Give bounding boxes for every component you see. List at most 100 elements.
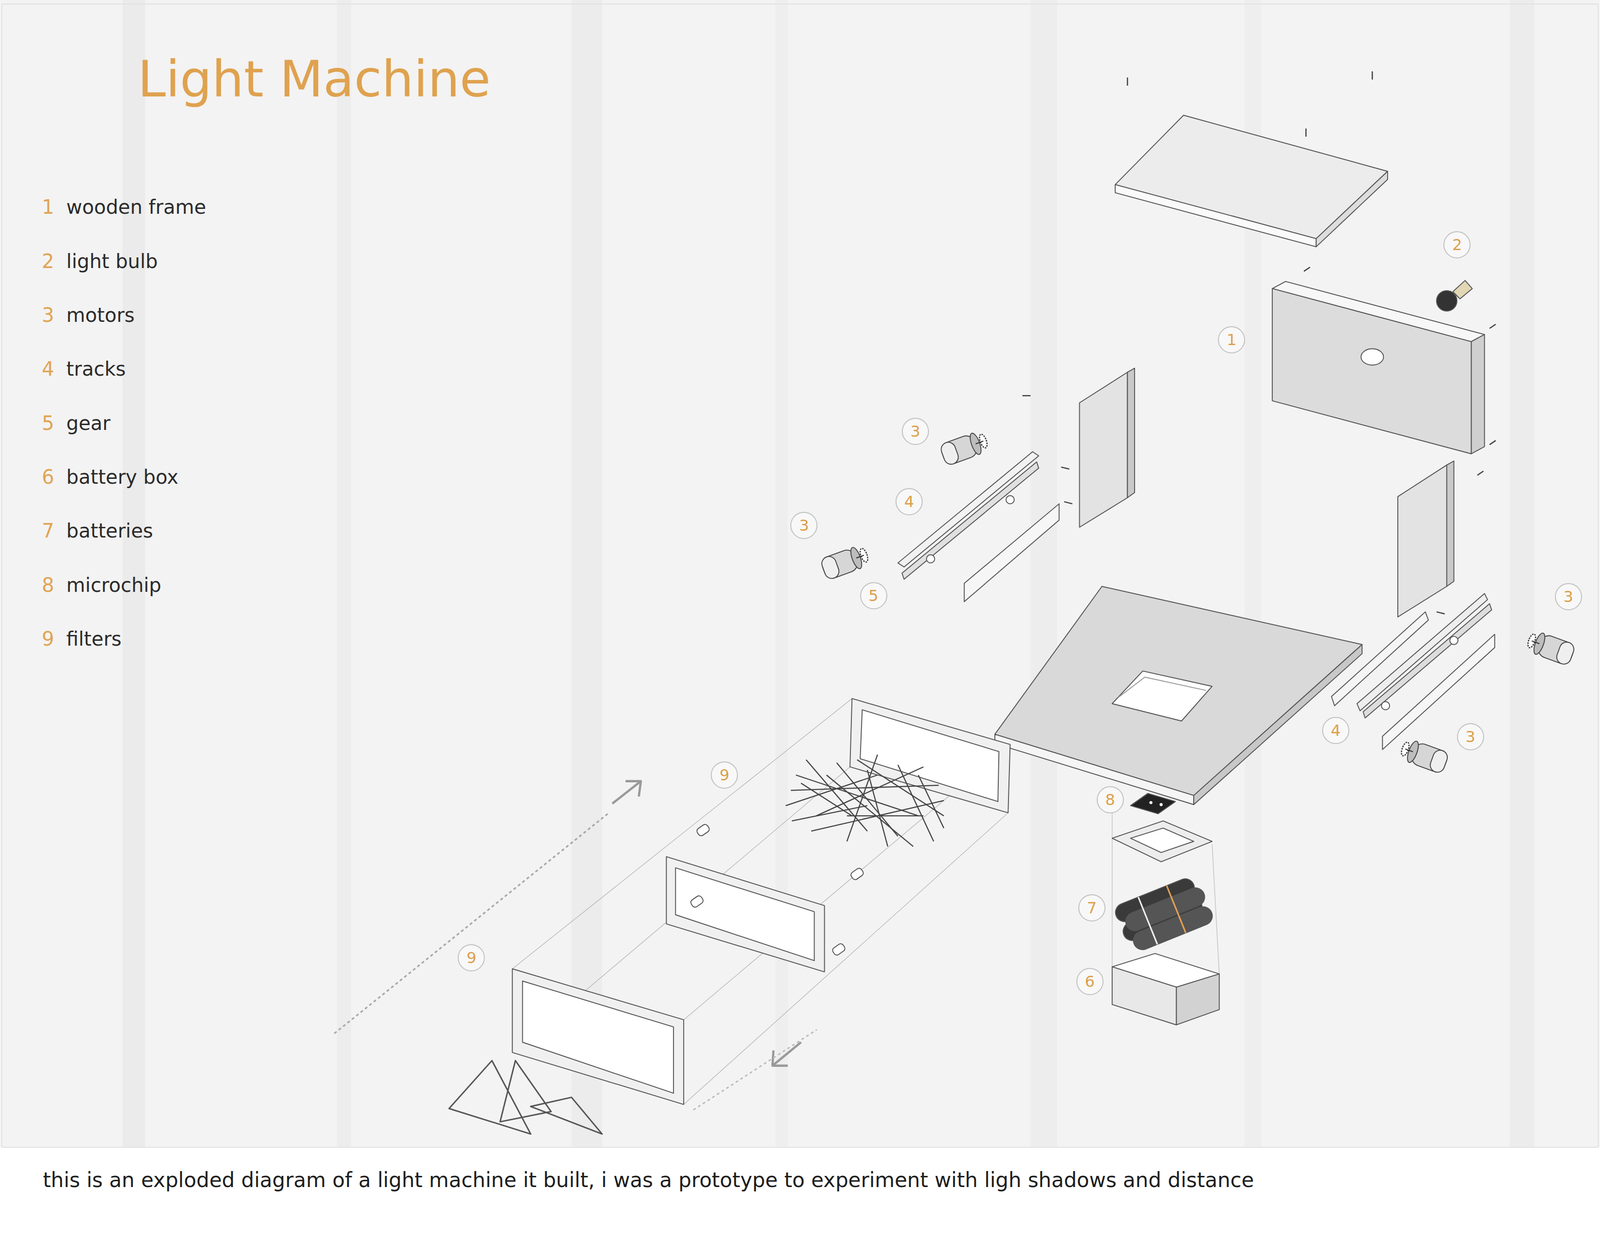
callout-number: 3 — [1465, 729, 1476, 745]
stick — [847, 815, 924, 817]
base-plate-edge — [994, 734, 1194, 805]
stick — [811, 800, 944, 832]
track — [901, 462, 1039, 580]
base-plate-edge — [1193, 644, 1362, 805]
callout-number: 8 — [1105, 792, 1116, 808]
callout-number: 2 — [41, 250, 54, 273]
frame-border — [1, 3, 1599, 1148]
tree-trunk — [571, 0, 603, 1148]
part-name: microchip — [66, 574, 162, 597]
roller — [1006, 496, 1015, 505]
callout-circle: 2 — [1443, 231, 1471, 259]
part-name: wooden frame — [66, 195, 207, 219]
triangle — [499, 1060, 551, 1122]
battery-band — [1166, 885, 1186, 934]
callout-circle: 3 — [1456, 723, 1485, 751]
arrow-shaft — [772, 1042, 801, 1066]
callout-number: 9 — [719, 767, 730, 784]
screw — [1477, 471, 1484, 476]
screw — [1305, 128, 1307, 137]
battery-band — [1138, 897, 1158, 945]
microchip — [1130, 793, 1176, 815]
caption-band — [0, 1147, 1600, 1236]
roller — [926, 555, 935, 564]
callout-number: 1 — [1226, 332, 1237, 348]
stick — [918, 775, 944, 829]
screw — [1022, 395, 1031, 397]
stick — [847, 754, 878, 842]
callout-number: 3 — [910, 423, 921, 440]
back-panel-edge — [1471, 334, 1485, 454]
arrow-head — [625, 781, 641, 798]
chip-pin — [1149, 801, 1153, 805]
batteries — [1112, 874, 1216, 956]
callout-circle: 3 — [1554, 583, 1583, 611]
tree-trunk — [1030, 0, 1057, 1148]
callout-number: 4 — [41, 357, 54, 381]
callout-circle: 7 — [1078, 894, 1106, 922]
base-plate — [994, 586, 1362, 796]
filter-frame — [666, 856, 825, 973]
callout-number: 6 — [41, 465, 54, 489]
tree-trunk — [775, 0, 788, 1148]
track-plate — [964, 503, 1060, 602]
part-name: batteries — [66, 519, 154, 543]
callout-circle: 6 — [1076, 968, 1104, 996]
callout-number: 1 — [41, 195, 54, 219]
motor — [819, 544, 871, 581]
screw — [1061, 467, 1070, 470]
tree-trunk — [1509, 0, 1535, 1148]
tree-trunk — [122, 0, 145, 1148]
callout-circle: 4 — [895, 488, 923, 516]
part-name: gear — [66, 412, 111, 435]
track — [1357, 593, 1488, 712]
dotted-line — [335, 812, 611, 1034]
callout-number: 9 — [41, 627, 54, 651]
stick — [867, 769, 888, 847]
peg — [695, 823, 711, 837]
forest-texture — [122, 0, 1535, 1148]
filter-frame — [512, 969, 684, 1105]
motor — [1398, 737, 1450, 775]
stick-filter — [785, 754, 944, 847]
background — [0, 0, 1600, 1148]
part-name: battery box — [66, 465, 179, 489]
callout-circle: 4 — [1322, 717, 1350, 745]
arrow-head — [772, 1050, 788, 1067]
dotted-line — [693, 1030, 816, 1110]
part-name: light bulb — [66, 250, 159, 273]
stick — [836, 763, 898, 837]
battery-box — [1112, 967, 1177, 1026]
callout-number: 4 — [904, 494, 914, 510]
callout-circle: 9 — [457, 944, 485, 972]
filter-opening — [522, 981, 674, 1094]
callout-circle: 3 — [901, 417, 929, 446]
callout-number: 3 — [41, 304, 54, 327]
bulb-hole — [1360, 349, 1384, 366]
guide-line — [683, 813, 1008, 1105]
callout-circle: 8 — [1096, 786, 1124, 814]
side-panel-edge — [1446, 461, 1455, 587]
part-name: tracks — [66, 357, 127, 381]
stick — [791, 805, 868, 822]
screw — [1489, 324, 1496, 329]
base-hole-edge — [1118, 677, 1206, 698]
callout-circle: 1 — [1217, 326, 1246, 354]
stick — [857, 759, 944, 816]
triangle-filter — [448, 1060, 603, 1135]
callout-circle: 3 — [790, 512, 818, 540]
callout-number: 6 — [1085, 974, 1095, 990]
callout-number: 3 — [1563, 589, 1574, 605]
back-panel — [1272, 288, 1472, 454]
battery-lid — [1112, 821, 1213, 863]
chip-pin — [1159, 803, 1163, 807]
callout-number: 3 — [799, 517, 809, 534]
caption: this is an exploded diagram of a light m… — [42, 1168, 1254, 1193]
triangle — [448, 1060, 531, 1135]
screw — [1371, 71, 1374, 80]
lid-edge — [1316, 171, 1388, 247]
screw — [1303, 267, 1311, 272]
callout-number: 8 — [41, 574, 54, 597]
